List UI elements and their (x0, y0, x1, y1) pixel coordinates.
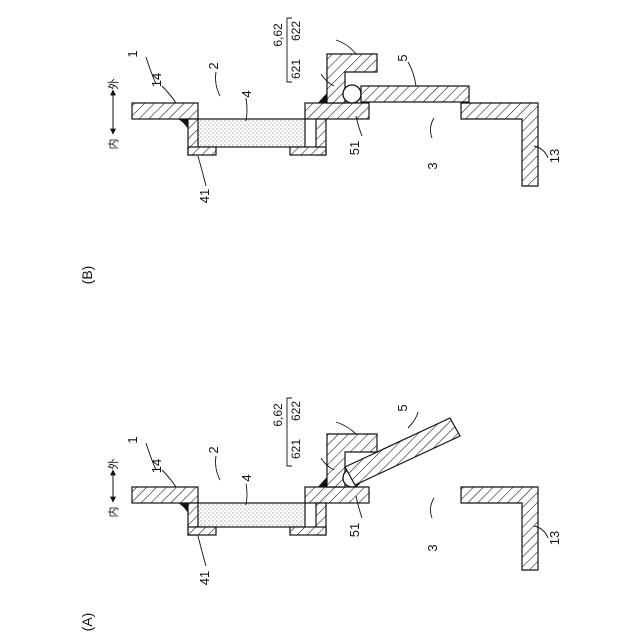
panel-b-label-621: 621 (289, 59, 303, 79)
panel-a-caption: (A) (79, 613, 95, 632)
panel-a-label-1: 1 (125, 436, 140, 443)
panel-a-label-5: 5 (395, 404, 410, 411)
panel-a-inner-label: 内 (106, 507, 120, 518)
panel-b-label-4: 4 (239, 90, 254, 97)
panel-b-label-1: 1 (125, 50, 140, 57)
panel-a-direction-indicator: 外 内 (106, 459, 120, 518)
panel-b: (B) 外 内 (79, 18, 562, 284)
panel-a-label-3: 3 (425, 544, 440, 551)
panel-a-label-621: 621 (289, 439, 303, 459)
panel-b-frame-41-left-foot (188, 147, 216, 155)
panel-b-label-6-62: 6,62 (271, 23, 285, 47)
panel-b-label-14: 14 (149, 73, 164, 87)
panel-b-label-5: 5 (395, 54, 410, 61)
panel-a-label-14: 14 (149, 459, 164, 473)
panel-a-outer-label: 外 (107, 459, 120, 470)
panel-a-plate-14-left (132, 487, 198, 503)
panel-a-body-13 (461, 487, 538, 570)
panel-b-label-51: 51 (347, 141, 362, 155)
panel-a-label-2: 2 (206, 446, 221, 453)
panel-a-core-4 (195, 503, 305, 527)
panel-b-label-3: 3 (425, 162, 440, 169)
panel-a: (A) 外 内 (79, 398, 562, 631)
panel-b-label-2: 2 (206, 62, 221, 69)
panel-b-direction-indicator: 外 内 (106, 79, 120, 150)
panel-b-outer-label: 外 (107, 79, 120, 90)
panel-b-label-622: 622 (289, 21, 303, 41)
panel-b-door-5 (361, 86, 469, 102)
panel-a-label-6-62: 6,62 (271, 403, 285, 427)
panel-b-label-13: 13 (547, 149, 562, 163)
panel-a-label-4: 4 (239, 474, 254, 481)
panel-b-plate-14-right (305, 103, 369, 119)
panel-b-body-13 (461, 103, 538, 186)
panel-a-label-41: 41 (197, 571, 212, 585)
panel-a-label-13: 13 (547, 531, 562, 545)
panel-a-frame-41-right-foot (290, 527, 326, 535)
panel-a-label-51: 51 (347, 523, 362, 537)
panel-b-label-41: 41 (197, 189, 212, 203)
panel-a-label-622: 622 (289, 401, 303, 421)
panel-b-inner-label: 内 (106, 139, 120, 150)
panel-b-plate-14-left (132, 103, 198, 119)
panel-b-core-4 (195, 119, 305, 147)
panel-a-plate-14-right (305, 487, 369, 503)
panel-b-hinge-51 (343, 85, 361, 103)
panel-b-frame-41-right-foot (290, 147, 326, 155)
panel-b-caption: (B) (79, 266, 95, 285)
panel-a-frame-41-left-foot (188, 527, 216, 535)
